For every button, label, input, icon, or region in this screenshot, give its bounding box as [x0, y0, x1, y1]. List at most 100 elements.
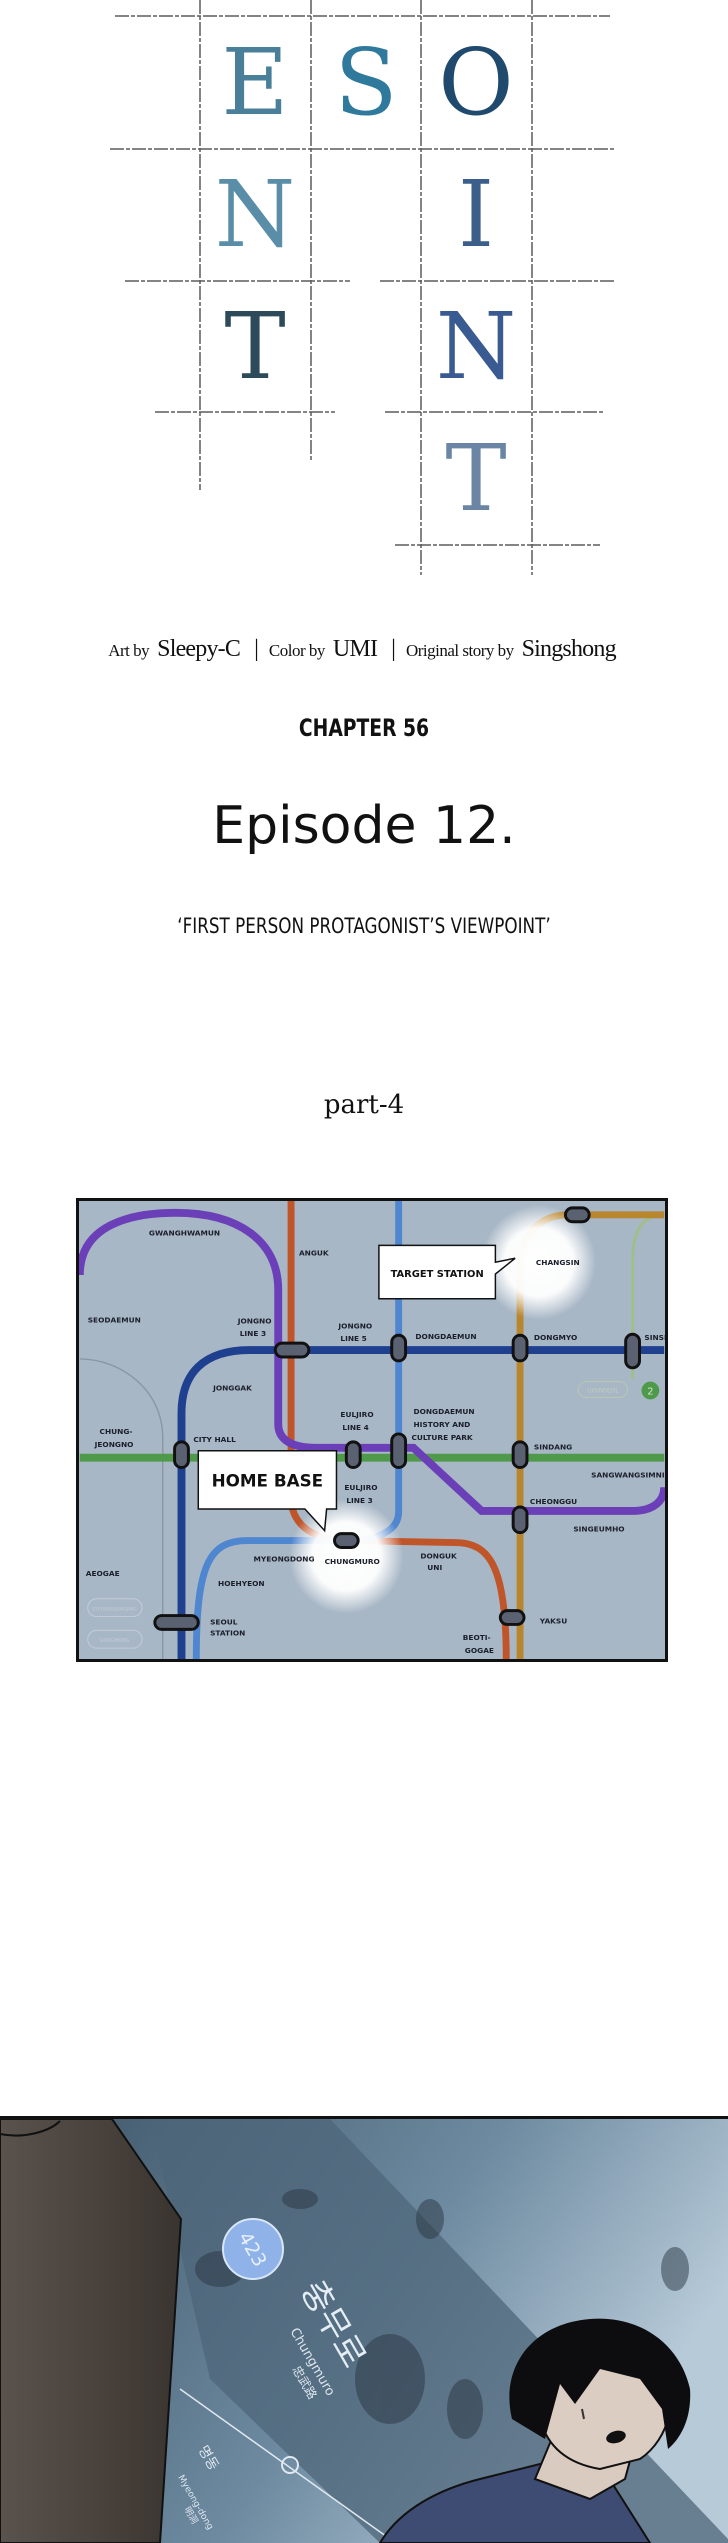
station-capsule	[511, 1333, 529, 1363]
station-label: JONGNO	[337, 1321, 372, 1330]
station-label: LINE 3	[240, 1329, 266, 1338]
station-label: EULJIRO	[344, 1483, 377, 1492]
home-base-callout: HOME BASE	[197, 1449, 338, 1533]
character-hair	[509, 2318, 691, 2449]
line-2-number: 2	[647, 1386, 653, 1397]
title-letter: T	[224, 293, 286, 400]
title-letter: N	[435, 293, 517, 400]
station-capsule	[333, 1532, 360, 1549]
episode-title: Episode 12.	[212, 796, 516, 856]
station-capsule	[344, 1440, 362, 1469]
series-title-logo: E S O N I T N T	[0, 0, 728, 600]
scene-illustration: 423 충무로 Chungmuro 忠武路 명동 Myeong-dong 明洞	[0, 2119, 728, 2543]
station-label: STATION	[210, 1628, 245, 1637]
author-name: Singshong	[521, 636, 617, 662]
station-label: DONGDAEMUN	[415, 1332, 476, 1341]
station-label: JONGNO	[237, 1316, 272, 1325]
title-letter: E	[221, 29, 289, 136]
artist-name: Sleepy-C	[157, 636, 241, 662]
subway-map: GWANGHWAMUN ANGUK CHANGSIN SEODAEMUN JON…	[79, 1201, 665, 1659]
home-base-label: HOME BASE	[212, 1470, 324, 1490]
boy-character	[378, 2318, 691, 2543]
uisinseol-pill	[577, 1381, 629, 1398]
target-glow	[481, 1204, 597, 1320]
station-capsule	[624, 1332, 641, 1370]
station-label: BEOTI-	[463, 1633, 491, 1642]
stains	[195, 2189, 689, 2439]
station-label: GWANGHWAMUN	[149, 1229, 220, 1238]
home-glow	[289, 1499, 404, 1614]
map-labels: GWANGHWAMUN ANGUK CHANGSIN SEODAEMUN JON…	[86, 1229, 665, 1656]
chapter-number: CHAPTER 56	[298, 714, 430, 742]
station-label: EULJIRO	[340, 1410, 373, 1419]
station-label: GYEONGUIJUNGANG	[92, 1607, 137, 1613]
station-capsule	[511, 1440, 529, 1469]
station-label: DONGUK	[420, 1551, 457, 1560]
station-label: HOEHYEON	[218, 1579, 265, 1588]
station-capsule	[273, 1341, 311, 1359]
station-label: GOGAE	[465, 1646, 494, 1655]
episode-subtitle: ‘FIRST PERSON PROTAGONIST’S VIEWPOINT’	[177, 914, 551, 938]
station-label: MYEONGDONG	[254, 1554, 315, 1563]
station-label: DONGMYO	[534, 1333, 577, 1342]
title-letter: I	[457, 161, 495, 268]
station-label: SANGWANGSIMNI	[591, 1470, 665, 1479]
station-label: DONGDAEMUN	[413, 1407, 474, 1416]
line-1	[177, 1346, 665, 1659]
station-label: CULTURE PARK	[411, 1433, 472, 1442]
station-label: YAKSU	[539, 1616, 567, 1625]
station-capsule	[511, 1505, 529, 1535]
transfer-stations	[153, 1206, 641, 1631]
art-prefix: Art by	[108, 641, 150, 660]
station-label: SINGEUMHO	[573, 1525, 624, 1534]
station-label: LINE 3	[346, 1496, 372, 1505]
station-label: LINE 5	[340, 1334, 366, 1343]
character-mouth	[606, 2430, 626, 2444]
target-station-label: TARGET STATION	[391, 1269, 484, 1280]
station-label: CITY HALL	[193, 1435, 236, 1444]
station-capsule	[498, 1609, 526, 1626]
separator: |	[391, 636, 396, 662]
station-label: ANGUK	[299, 1248, 329, 1257]
station-label: SEODAEMUN	[88, 1315, 141, 1324]
title-letter: O	[438, 29, 514, 136]
station-label: GONGHANG	[100, 1638, 130, 1644]
story-prefix: Original story by	[405, 641, 514, 660]
gonghang-pill	[87, 1629, 143, 1649]
station-label: HISTORY AND	[413, 1420, 470, 1429]
station-label: CHUNGMURO	[325, 1557, 380, 1566]
station-number-badge	[222, 2218, 284, 2280]
credits-line: Art by Sleepy-C | Color by UMI | Origina…	[0, 636, 728, 663]
station-scene-panel: 423 충무로 Chungmuro 忠武路 명동 Myeong-dong 明洞	[0, 2116, 728, 2543]
station-label: CHUNG-	[100, 1427, 133, 1436]
title-letter: S	[334, 29, 398, 136]
station-capsule	[153, 1614, 200, 1631]
title-letter: T	[445, 425, 507, 532]
route-line	[179, 2388, 391, 2540]
station-label: UISINSEOL	[587, 1388, 619, 1394]
character-coat-shoulder	[0, 2119, 183, 2543]
line-3	[287, 1201, 510, 1659]
subway-map-panel: GWANGHWAMUN ANGUK CHANGSIN SEODAEMUN JON…	[76, 1198, 668, 1662]
sweat-drop	[581, 2408, 585, 2420]
line-2-badge	[641, 1381, 660, 1400]
separator: |	[254, 636, 259, 662]
gyeongui-pill	[87, 1598, 143, 1618]
title-letter: N	[214, 161, 296, 268]
station-label: UNI	[427, 1563, 442, 1572]
station-label: CHANGSIN	[536, 1258, 580, 1267]
station-capsule	[563, 1206, 591, 1224]
title-grid-lines	[110, 0, 615, 575]
station-label: LINE 4	[342, 1423, 368, 1432]
color-prefix: Color by	[268, 641, 325, 660]
line-5	[79, 1208, 665, 1515]
station-capsule	[390, 1432, 408, 1469]
station-capsule	[173, 1440, 190, 1469]
station-label: SINDANG	[534, 1443, 572, 1452]
station-label: JEONGNO	[94, 1440, 134, 1449]
station-label: CHEONGGU	[530, 1497, 577, 1506]
station-label: SINSEOL	[644, 1333, 665, 1342]
station-label: JONGGAK	[212, 1384, 252, 1393]
station-label: SEOUL	[210, 1617, 238, 1626]
route-station-marker	[281, 2456, 299, 2474]
